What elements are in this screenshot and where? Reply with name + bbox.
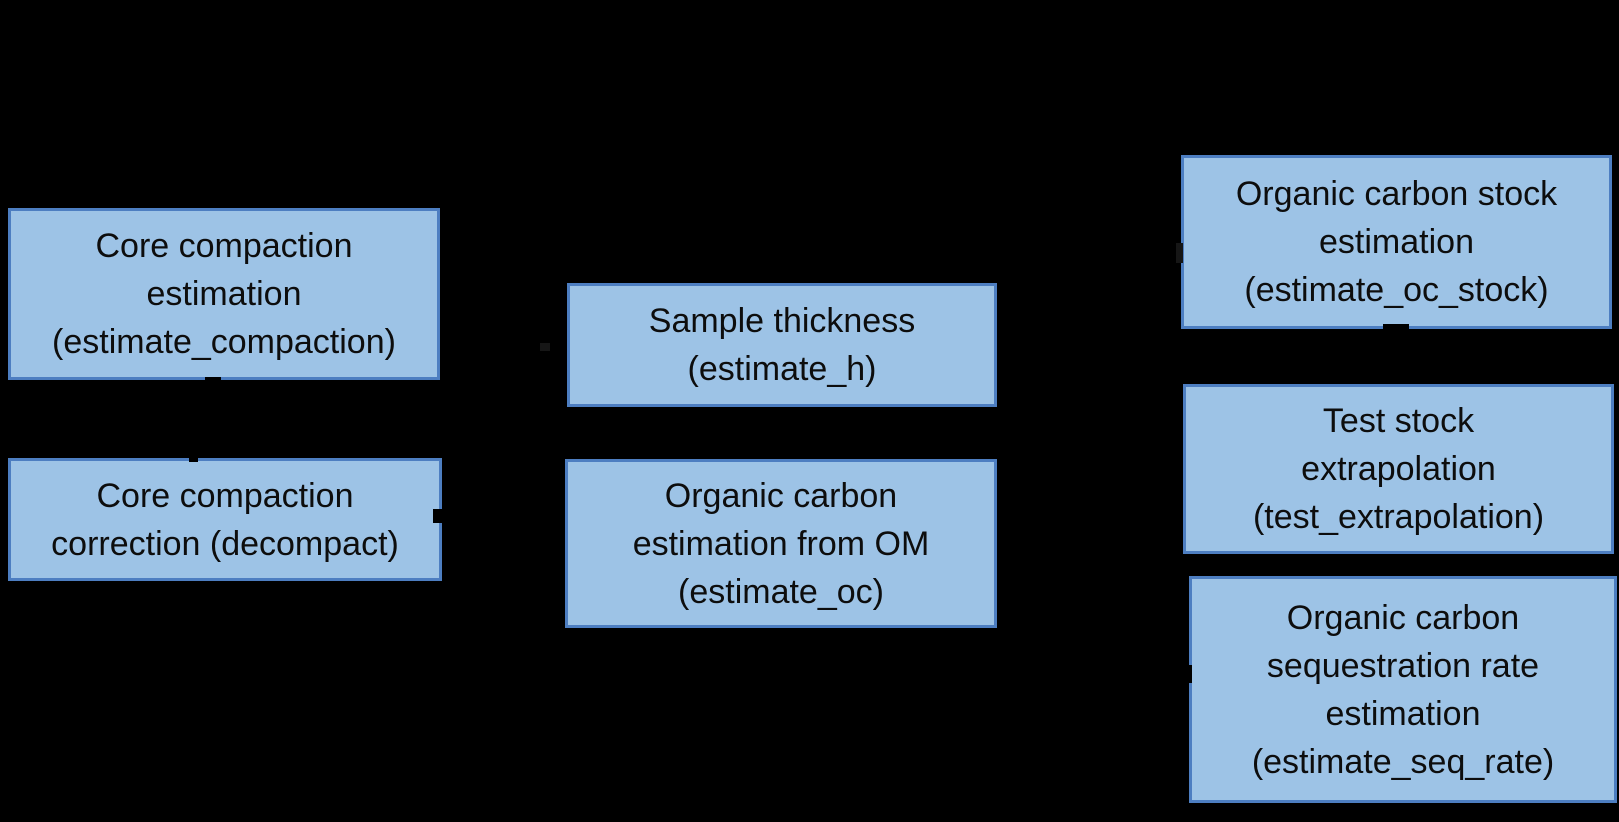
arrow-stub — [1383, 324, 1409, 333]
arrow-stub — [205, 377, 221, 384]
arrow-stub — [189, 455, 198, 462]
node-label: Core compaction correction (decompact) — [51, 476, 399, 563]
arrow-stub — [1183, 665, 1192, 683]
node-label: Test stock extrapolation (test_extrapola… — [1252, 402, 1545, 536]
arrow-stub — [433, 509, 443, 523]
node-estimate-seq-rate: Organic carbon sequestration rate estima… — [1189, 576, 1617, 803]
arrow-stub — [1176, 243, 1183, 263]
node-estimate-compaction: Core compaction estimation (estimate_com… — [8, 208, 440, 380]
node-label: Organic carbon estimation from OM (estim… — [632, 476, 930, 611]
node-label: Sample thickness (estimate_h) — [648, 302, 916, 388]
node-estimate-h: Sample thickness (estimate_h) — [567, 283, 997, 407]
node-label: Organic carbon stock estimation (estimat… — [1235, 175, 1558, 309]
node-test-extrapolation: Test stock extrapolation (test_extrapola… — [1183, 384, 1614, 554]
node-estimate-oc: Organic carbon estimation from OM (estim… — [565, 459, 997, 628]
arrow-stub — [540, 343, 550, 351]
arrow-stub — [1396, 371, 1405, 384]
node-label: Organic carbon sequestration rate estima… — [1251, 598, 1555, 781]
node-estimate-oc-stock: Organic carbon stock estimation (estimat… — [1181, 155, 1612, 329]
node-decompact: Core compaction correction (decompact) — [8, 458, 442, 581]
node-label: Core compaction estimation (estimate_com… — [52, 227, 396, 361]
